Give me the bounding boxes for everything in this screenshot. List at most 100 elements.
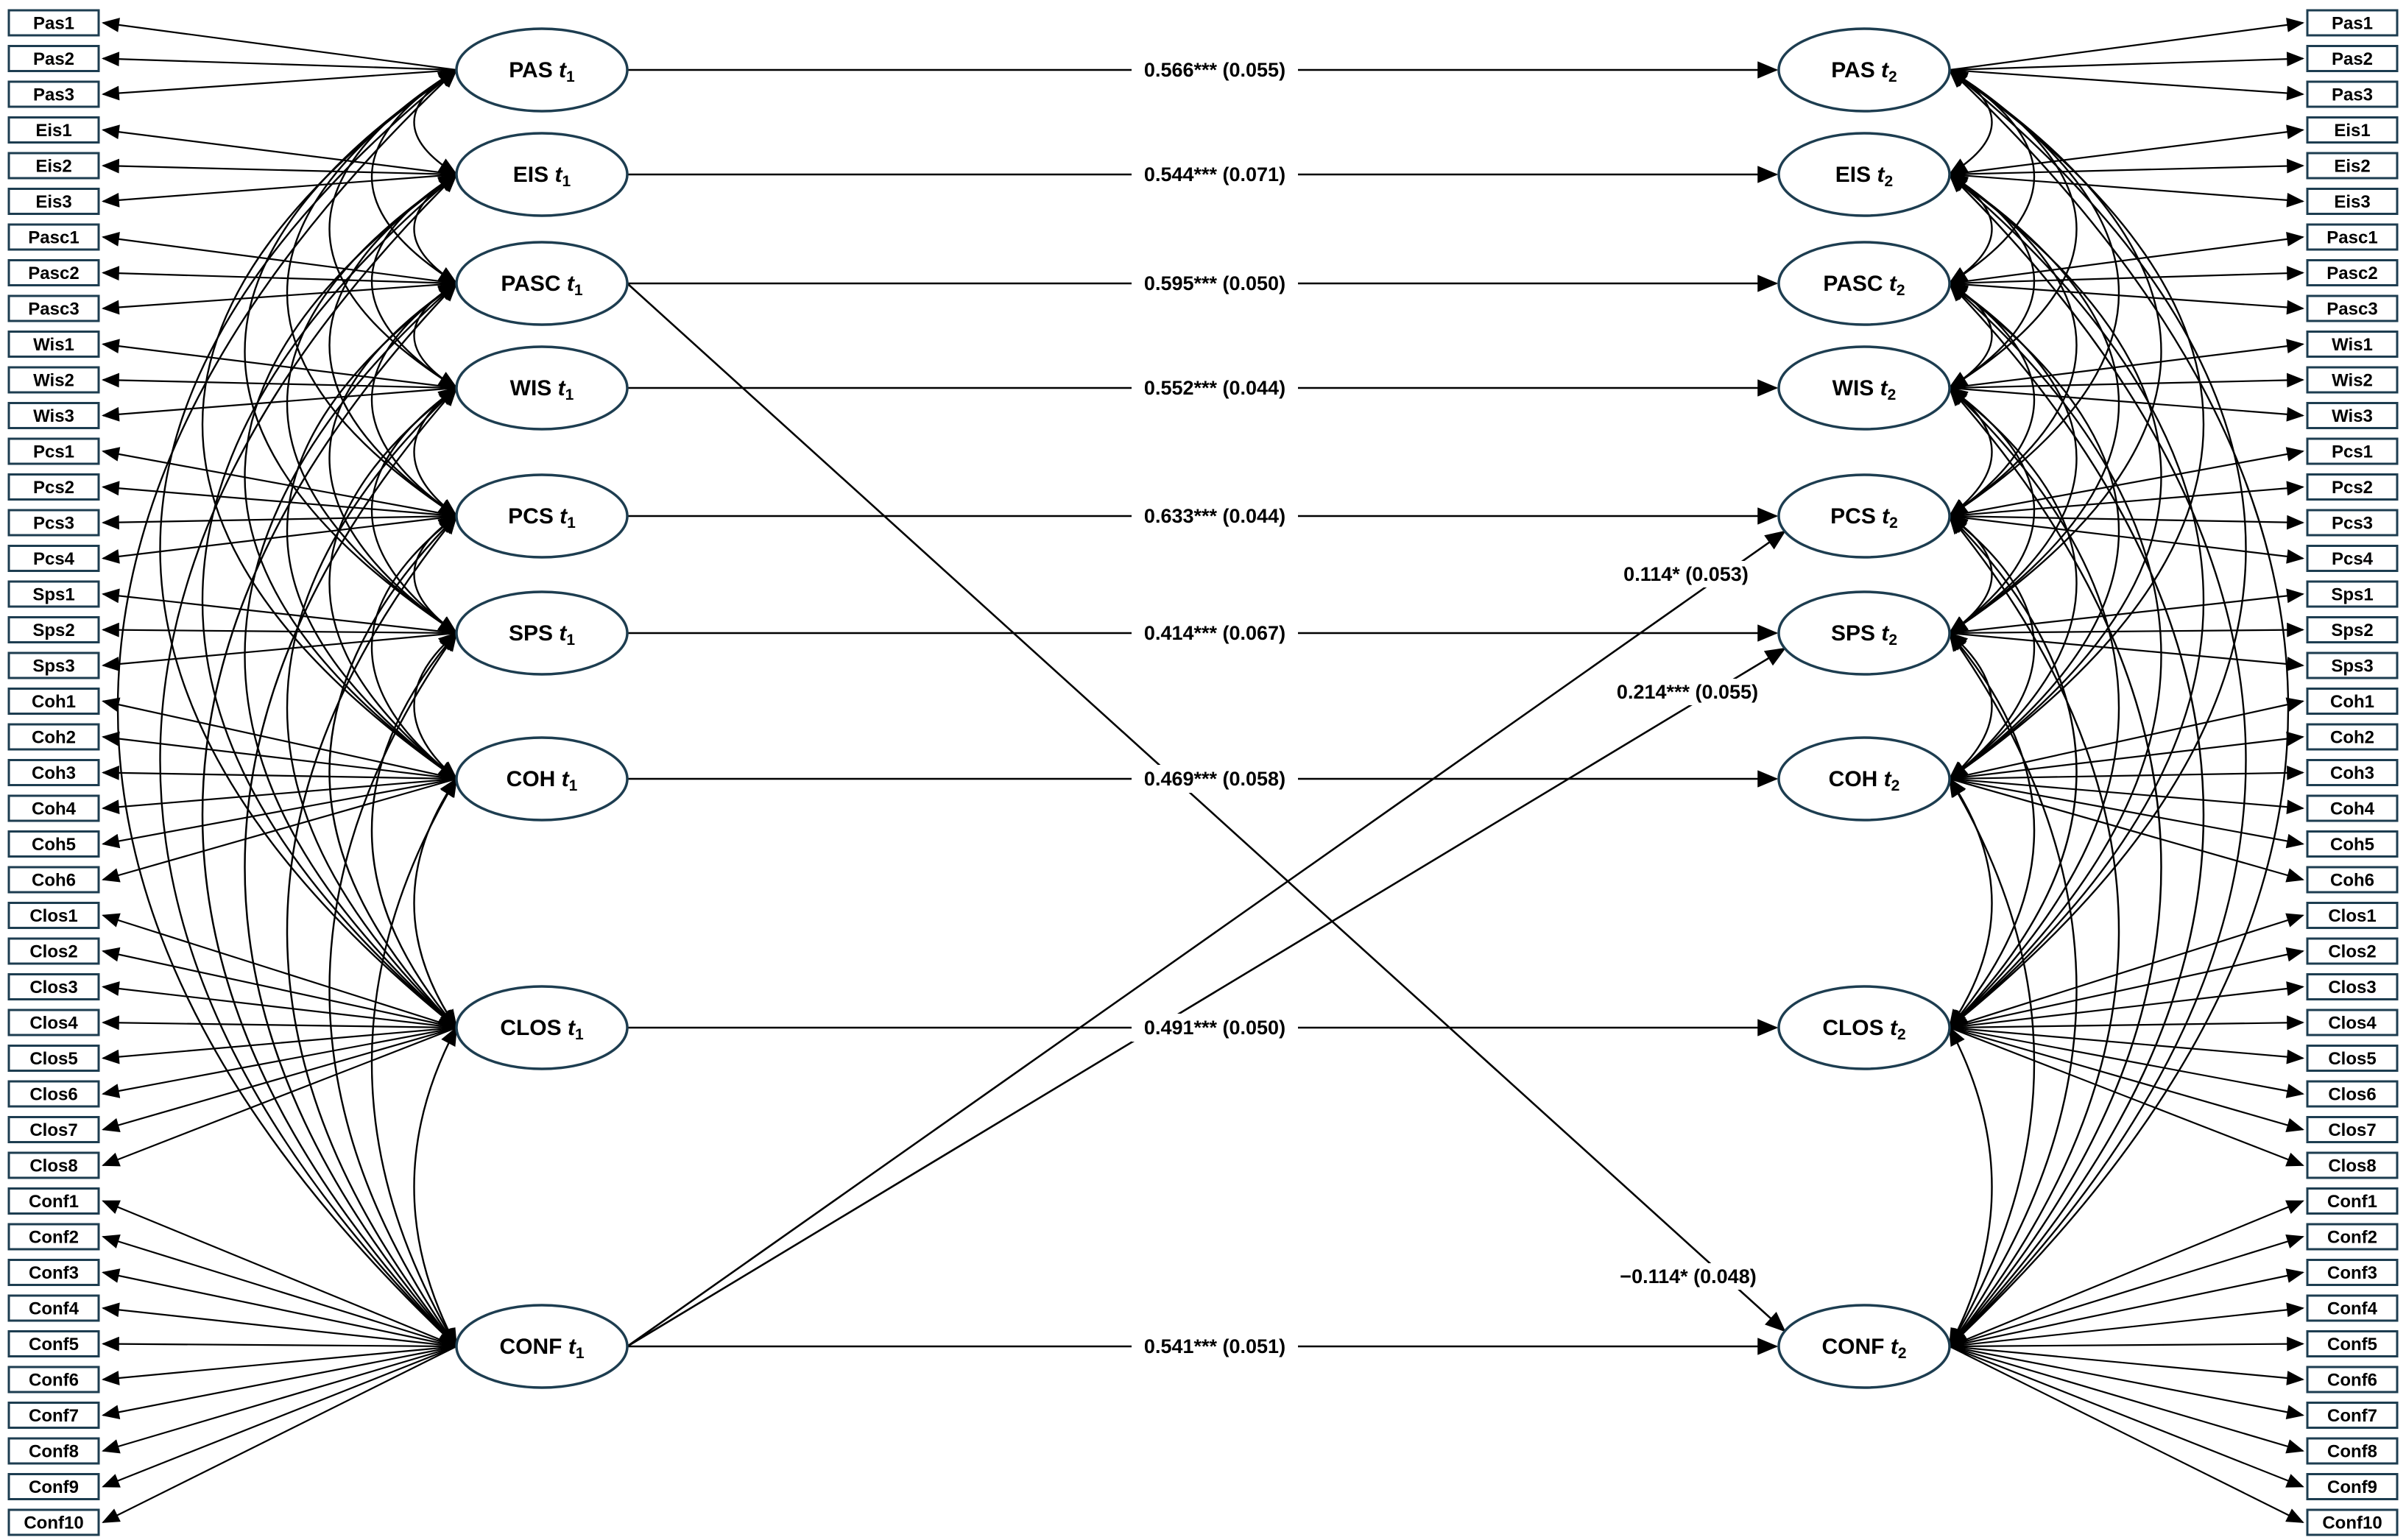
indicator-box-Clos8-t2 [2306, 1151, 2399, 1179]
loading-arrow-Sps3-t1 [102, 632, 457, 671]
latent-ellipse-PCS-t2 [1777, 473, 1951, 559]
covariance-arc-WIS-CONF-t1 [244, 386, 458, 1348]
loading-arrow-Pasc3-t2 [1949, 282, 2304, 315]
indicator-label-Coh4-t2: Coh4 [2330, 799, 2375, 819]
latent-ellipse-PASC-t1 [455, 241, 629, 326]
latent-ellipse-CLOS-t1 [455, 985, 629, 1070]
cross-label-bg-CONF-SPS [1605, 679, 1770, 705]
indicator-box-Pasc3-t2 [2306, 294, 2399, 322]
indicator-box-Coh5-t2 [2306, 830, 2399, 858]
covariance-arc-EIS-COH-t2 [1948, 173, 2162, 780]
latent-label-CLOS-t2: CLOS t2 [1822, 1016, 1905, 1043]
latent-ellipse-WIS-t2 [1777, 345, 1951, 431]
loading-arrow-Conf8-t1 [102, 1345, 457, 1454]
latent-ellipse-CONF-t1 [455, 1304, 629, 1389]
latent-ellipse-EIS-t1 [455, 132, 629, 217]
indicator-box-Pasc2-t1 [7, 259, 100, 286]
indicator-label-Coh6-t2: Coh6 [2330, 871, 2374, 891]
covariance-arc-PASC-CLOS-t2 [1948, 282, 2162, 1029]
latent-ellipse-EIS-t2 [1777, 132, 1951, 217]
covariance-arc-SPS-COH-t2 [1948, 632, 1993, 780]
loading-arrow-Clos6-t2 [1949, 1026, 2304, 1098]
indicator-box-Pas3-t1 [7, 80, 100, 108]
covariance-arc-PCS-COH-t1 [371, 515, 458, 780]
indicator-box-Clos7-t2 [2306, 1116, 2399, 1143]
indicator-box-Conf3-t2 [2306, 1259, 2399, 1286]
indicator-label-Clos8-t2: Clos8 [2328, 1156, 2376, 1176]
indicator-box-Pasc1-t1 [7, 223, 100, 251]
indicator-label-Conf9-t1: Conf9 [29, 1477, 79, 1497]
loading-arrow-Sps1-t2 [1949, 588, 2304, 635]
stability-coefficient-EIS: 0.544*** (0.071) [1144, 163, 1285, 186]
loading-arrow-Conf2-t2 [1949, 1235, 2304, 1348]
indicator-box-Coh4-t2 [2306, 794, 2399, 822]
covariance-arcs-layer [116, 68, 2290, 1348]
loading-arrow-Conf9-t1 [102, 1345, 457, 1488]
loading-arrow-Pcs4-t2 [1949, 515, 2304, 564]
loading-arrow-Sps3-t2 [1949, 632, 2304, 671]
indicator-label-Clos4-t2: Clos4 [2328, 1014, 2377, 1034]
indicator-box-Pas2-t1 [7, 45, 100, 72]
indicator-box-Pcs2-t1 [7, 473, 100, 501]
loading-arrow-Clos5-t1 [102, 1026, 457, 1064]
loading-arrow-Pcs2-t1 [102, 481, 457, 518]
loading-arrow-Pas2-t1 [102, 52, 457, 71]
indicator-box-Clos5-t2 [2306, 1045, 2399, 1072]
indicator-label-Eis1-t2: Eis1 [2334, 121, 2370, 141]
indicator-label-Coh5-t1: Coh5 [32, 835, 76, 855]
indicator-label-Conf7-t2: Conf7 [2327, 1406, 2377, 1426]
indicator-box-Pas1-t1 [7, 9, 100, 37]
indicator-box-Coh2-t2 [2306, 723, 2399, 751]
indicator-box-Pcs4-t2 [2306, 545, 2399, 572]
covariance-arc-PCS-CONF-t2 [1948, 515, 2120, 1348]
loading-arrow-Conf10-t2 [1949, 1346, 2304, 1523]
indicator-box-Wis1-t2 [2306, 331, 2399, 358]
indicator-label-Pcs1-t2: Pcs1 [2332, 442, 2373, 462]
loading-arrow-Conf4-t1 [102, 1302, 457, 1348]
loading-arrow-Coh3-t2 [1949, 765, 2304, 780]
loading-arrow-Clos7-t2 [1949, 1026, 2304, 1132]
indicator-box-Wis2-t2 [2306, 366, 2399, 394]
loading-arrow-Pcs4-t1 [102, 515, 457, 564]
indicator-box-Pas2-t2 [2306, 45, 2399, 72]
loading-arrow-Sps2-t2 [1949, 622, 2304, 637]
loading-arrow-Coh1-t1 [102, 697, 457, 780]
loading-arrow-Pcs1-t1 [102, 447, 457, 518]
indicator-box-Sps2-t1 [7, 616, 100, 643]
loading-arrow-Pas3-t2 [1949, 68, 2304, 101]
indicator-label-Pasc1-t2: Pasc1 [2326, 228, 2377, 248]
indicator-label-Conf4-t1: Conf4 [29, 1299, 80, 1319]
latent-ellipse-PAS-t2 [1777, 27, 1951, 113]
indicator-label-Conf4-t2: Conf4 [2327, 1299, 2378, 1319]
loading-arrow-Pas1-t2 [1949, 18, 2304, 71]
indicator-label-Clos5-t2: Clos5 [2328, 1049, 2376, 1069]
latent-ellipse-CLOS-t2 [1777, 985, 1951, 1070]
indicator-label-Sps2-t2: Sps2 [2331, 621, 2373, 640]
indicator-label-Sps2-t1: Sps2 [32, 621, 74, 640]
loading-arrow-Conf6-t1 [102, 1345, 457, 1385]
indicator-label-Wis1-t1: Wis1 [33, 335, 74, 355]
latent-label-PCS-t1: PCS t1 [508, 504, 576, 531]
loading-arrow-Clos2-t2 [1949, 947, 2304, 1029]
indicator-box-Coh2-t1 [7, 723, 100, 751]
indicator-label-Clos1-t2: Clos1 [2328, 906, 2376, 926]
latent-ellipse-PAS-t1 [455, 27, 629, 113]
indicator-box-Conf3-t1 [7, 1259, 100, 1286]
loading-arrow-Clos5-t2 [1949, 1026, 2304, 1064]
covariance-arc-PAS-COH-t2 [1948, 68, 2205, 780]
loading-arrow-Conf6-t2 [1949, 1345, 2304, 1385]
indicator-label-Pas2-t1: Pas2 [33, 49, 74, 69]
loading-arrow-Conf9-t2 [1949, 1345, 2304, 1488]
loading-arrow-Wis1-t2 [1949, 339, 2304, 389]
indicator-label-Coh3-t1: Coh3 [32, 763, 76, 783]
indicator-box-Eis1-t1 [7, 116, 100, 144]
indicator-label-Conf10-t1: Conf10 [24, 1513, 83, 1533]
indicator-box-Pasc2-t2 [2306, 259, 2399, 286]
covariance-arc-SPS-CONF-t1 [328, 632, 458, 1348]
indicator-label-Sps1-t1: Sps1 [32, 585, 74, 605]
factor-loading-arrows-layer [102, 18, 2304, 1523]
loading-arrow-Clos1-t2 [1949, 913, 2304, 1029]
covariance-arc-WIS-CLOS-t2 [1948, 386, 2120, 1029]
